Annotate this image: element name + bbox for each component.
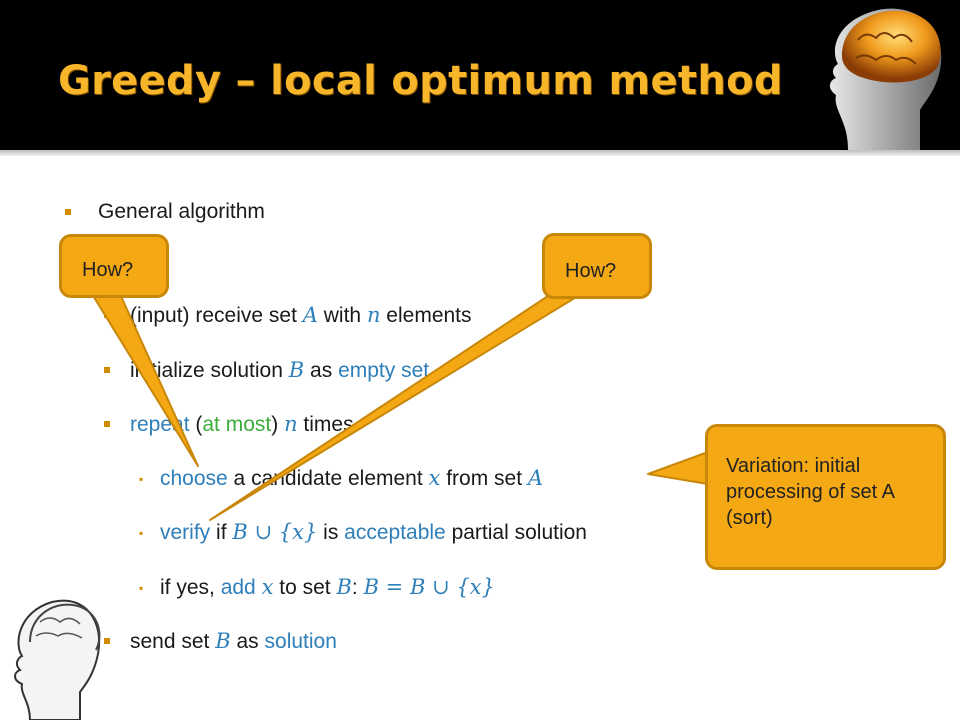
step-add: if yes, add x to set B: B = B ∪ {x} [160,575,495,599]
bullet-marker [104,367,110,373]
bullet-marker: ▪ [139,472,144,486]
title-bar [0,0,960,150]
how-callout-2: How? [542,233,652,299]
step-send: send set B as solution [130,629,337,653]
slide-title: Greedy – local optimum method [58,58,783,104]
step-input: (input) receive set A with n elements [130,303,472,327]
bullet-marker [104,421,110,427]
variation-callout: Variation: initial processing of set A (… [705,424,946,570]
bullet-marker [104,638,110,644]
step-verify: verify if B ∪ {x} is acceptable partial … [160,520,587,544]
profile-head-image [14,599,101,720]
step-initialize: initialize solution B as empty set [130,358,430,382]
title-divider [0,150,960,156]
step-repeat: repeat (at most) n times [130,412,354,436]
bullet-marker: ▪ [139,526,144,540]
algorithm-heading: General algorithm [98,200,265,223]
bullet-marker: ▪ [139,581,144,595]
brain-head-image [829,8,942,150]
bullet-marker [65,209,71,215]
how-callout-1: How? [59,234,169,298]
